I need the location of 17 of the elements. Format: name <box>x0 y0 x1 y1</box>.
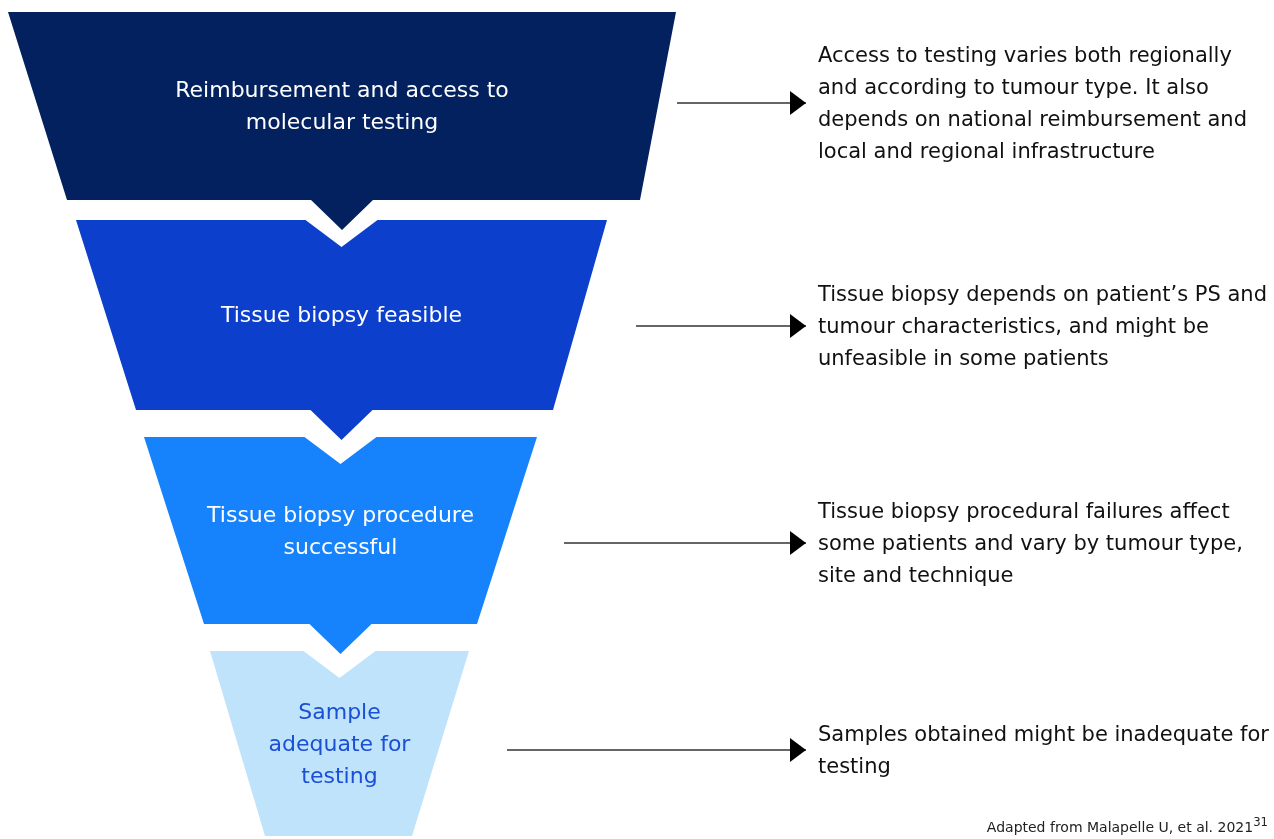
funnel-stage <box>210 651 469 836</box>
arrow <box>563 531 807 555</box>
arrow <box>506 738 807 762</box>
caption: Adapted from Malapelle U, et al. 2021$^{31}$ <box>986 815 1268 835</box>
funnel-stage <box>8 12 676 230</box>
arrow <box>676 91 807 115</box>
stage-label: Sample adequate for testing <box>267 697 412 790</box>
stage-label: Tissue biopsy procedure successful <box>206 500 475 561</box>
stage-label: Tissue biopsy feasible <box>219 301 464 329</box>
arrow <box>635 314 807 338</box>
description-text: Tissue biopsy depends on patient’s PS and tumour characteristics, and might be unfeasible in some patients <box>818 278 1270 374</box>
description-text: Tissue biopsy procedural failures affect some patients and vary by tumour type, site and technique <box>818 495 1270 591</box>
stage-label: Reimbursement and access to molecular testing <box>174 76 510 136</box>
funnel-stage <box>144 437 537 654</box>
description-text: Access to testing varies both regionally and according to tumour type. It also depends on national reimbursement and local and regional infrastructure <box>818 39 1270 167</box>
description-text: Samples obtained might be inadequate for testing <box>818 718 1270 782</box>
funnel-stage <box>76 220 607 440</box>
